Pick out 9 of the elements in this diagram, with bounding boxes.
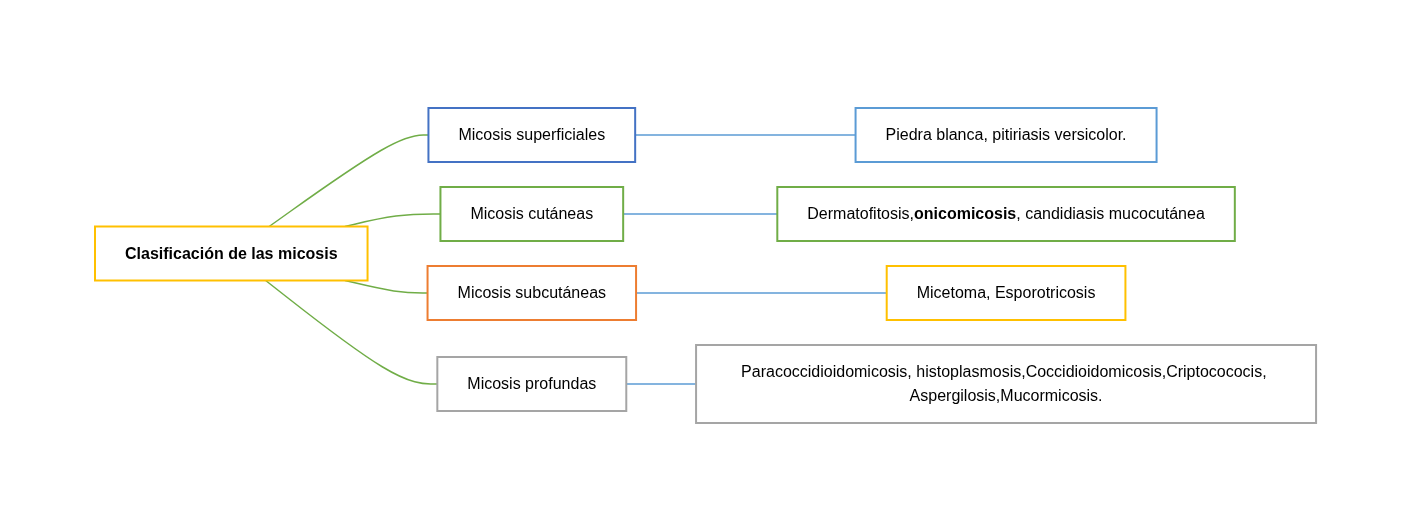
node-box: Micosis profundas: [436, 356, 628, 412]
node-box: Micosis superficiales: [427, 107, 637, 163]
node-box: Micosis subcutáneas: [426, 265, 638, 321]
node-box: Paracoccidioidomicosis, histoplasmosis,Coccidioidomicosis,Criptocococis, Aspergilosis,Mucormicosis.: [695, 344, 1318, 424]
node-box: Piedra blanca, pitiriasis versicolor.: [854, 107, 1158, 163]
node-box: Clasificación de las micosis: [93, 225, 369, 282]
node-box: Micosis cutáneas: [439, 186, 625, 242]
node-box: Micetoma, Esporotricosis: [885, 265, 1127, 321]
node-box: Dermatofitosis,onicomicosis, candidiasis mucocutánea: [776, 186, 1236, 242]
